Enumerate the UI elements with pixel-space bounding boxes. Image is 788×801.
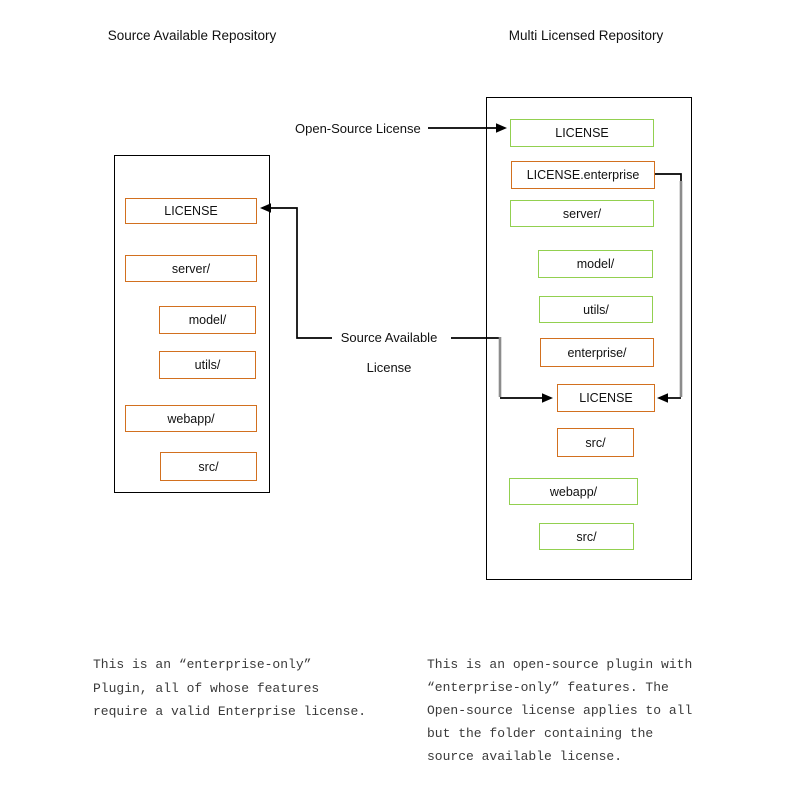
right-box-enterprise-folder: enterprise/ — [540, 338, 654, 367]
caption-line: Plugin, all of whose features — [93, 680, 320, 696]
caption-line: Open-source license applies to all — [427, 703, 693, 718]
caption-line: This is an open-source plugin with — [427, 657, 693, 672]
right-box-webapp: webapp/ — [509, 478, 638, 505]
right-repo-caption: This is an open-source plugin with “ente… — [427, 653, 692, 768]
left-box-license: LICENSE — [125, 198, 257, 224]
left-box-utils: utils/ — [159, 351, 256, 379]
caption-line: source available license. — [427, 749, 623, 764]
right-box-enterprise-src: src/ — [557, 428, 634, 457]
left-box-src: src/ — [160, 452, 257, 481]
right-repo-title: Multi Licensed Repository — [508, 28, 664, 43]
right-box-license-enterprise: LICENSE.enterprise — [511, 161, 655, 189]
caption-line: but the folder containing the — [427, 726, 654, 741]
open-source-license-label: Open-Source License — [295, 121, 421, 136]
caption-line: This is an “enterprise-only” — [93, 657, 312, 672]
source-available-license-label-line2: License — [366, 360, 412, 375]
left-repo-outline — [114, 155, 270, 493]
right-box-utils: utils/ — [539, 296, 653, 323]
source-available-license-label-line1: Source Available — [340, 330, 438, 345]
source-available-left-line — [270, 207, 332, 339]
left-repo-title: Source Available Repository — [107, 28, 277, 43]
right-box-webapp-src: src/ — [539, 523, 634, 550]
right-box-license: LICENSE — [510, 119, 654, 147]
right-box-model: model/ — [538, 250, 653, 278]
caption-line: require a valid Enterprise license. — [93, 704, 367, 719]
right-box-enterprise-license: LICENSE — [557, 384, 655, 412]
caption-line: “enterprise-only” features. The — [427, 680, 669, 695]
right-box-server: server/ — [510, 200, 654, 227]
left-box-webapp: webapp/ — [125, 405, 257, 432]
left-repo-caption: This is an “enterprise-only” Plugin, all… — [93, 653, 366, 724]
left-box-model: model/ — [159, 306, 256, 334]
left-box-server: server/ — [125, 255, 257, 282]
